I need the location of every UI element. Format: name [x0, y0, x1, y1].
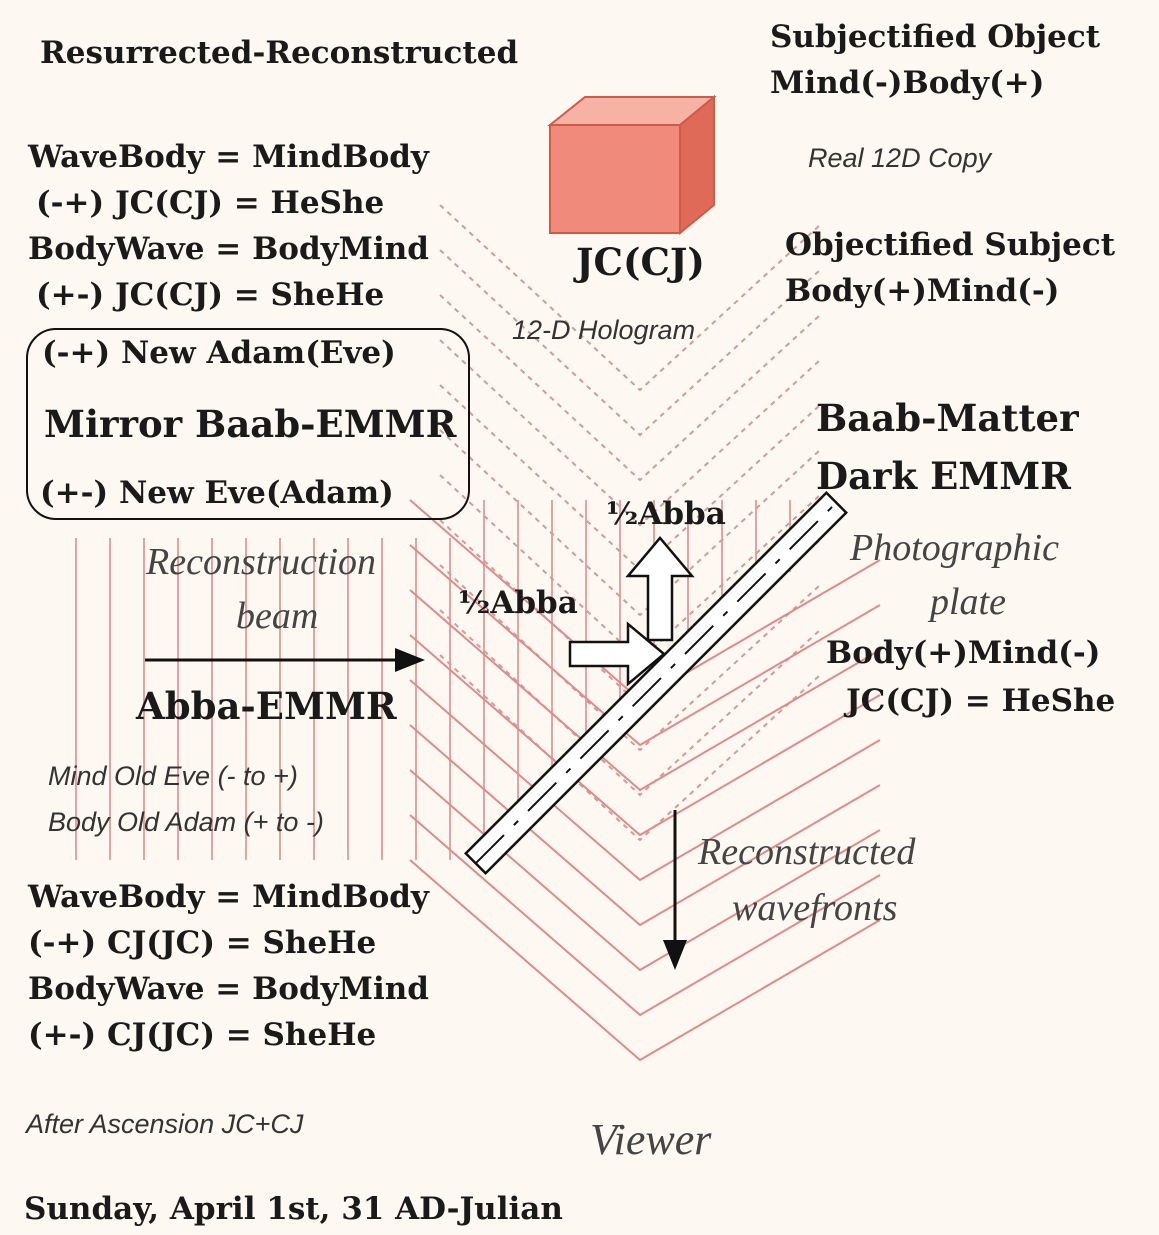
bottom-formula-line4: (+-) CJ(JC) = SheHe [28, 1017, 377, 1053]
reconstruction-beam-arrow [145, 648, 425, 672]
objectified-subject-line2: Body(+)Mind(-) [785, 273, 1060, 309]
reconstructed-wavefront-lines [409, 499, 881, 1062]
dotted-chevron [439, 384, 821, 572]
baab-matter-line2: Dark EMMR [816, 454, 1071, 498]
wavefront-chevron [409, 724, 881, 927]
dotted-chevron [439, 609, 821, 797]
date-line: Sunday, April 1st, 31 AD-Julian [24, 1191, 563, 1227]
wavefront-chevron [409, 544, 881, 747]
bottom-formula-line1: WaveBody = MindBody [28, 879, 429, 915]
baab-matter-line1: Baab-Matter [816, 396, 1079, 440]
mirror-baab-emmr: Mirror Baab-EMMR [44, 402, 457, 446]
title-resurrected-reconstructed: Resurrected-Reconstructed [40, 35, 519, 71]
body-old-adam: Body Old Adam (+ to -) [48, 807, 324, 837]
bottom-formula-line2: (-+) CJ(JC) = SheHe [28, 925, 377, 961]
wavefront-chevron [409, 634, 881, 837]
after-ascension: After Ascension JC+CJ [26, 1109, 304, 1139]
up-arrow-half-abba [625, 536, 695, 642]
viewer-label: Viewer [590, 1115, 712, 1164]
mind-old-eve: Mind Old Eve (- to +) [48, 761, 298, 791]
hologram-label: JC(CJ) [576, 240, 705, 284]
dotted-chevron [439, 249, 821, 437]
dotted-chevron [439, 204, 821, 392]
subjectified-object-line1: Subjectified Object [770, 19, 1101, 55]
reconstruction-beam-line1: Reconstruction [146, 541, 377, 583]
abba-emmr: Abba-EMMR [136, 684, 397, 728]
reconstructed-wavefronts-line2: wavefronts [732, 887, 898, 929]
top-formula-line3: BodyWave = BodyMind [28, 231, 429, 267]
wavefront-chevron [409, 859, 881, 1062]
wavefront-chevron [409, 814, 881, 1017]
viewer-arrow [663, 810, 687, 970]
top-formula-line4: (+-) JC(CJ) = SheHe [36, 277, 385, 313]
wavefront-chevron [409, 679, 881, 882]
bottom-formula-line3: BodyWave = BodyMind [28, 971, 429, 1007]
hologram-caption: 12-D Hologram [512, 315, 696, 345]
reconstructed-wavefronts-line1: Reconstructed [698, 831, 916, 873]
dotted-chevron [439, 294, 821, 482]
subjectified-object-line2: Mind(-)Body(+) [770, 65, 1045, 101]
top-formula-line2: (-+) JC(CJ) = HeShe [36, 185, 385, 221]
dotted-chevron [439, 429, 821, 617]
objectified-subject-line1: Objectified Subject [785, 227, 1116, 263]
plate-formula-line2: JC(CJ) = HeShe [846, 683, 1116, 719]
half-abba-left: ½Abba [458, 585, 578, 621]
photographic-plate-line2: plate [930, 581, 1006, 623]
photographic-plate [464, 491, 848, 875]
cube-hologram-object [547, 94, 717, 236]
real-12d-copy: Real 12D Copy [808, 143, 992, 173]
half-abba-top: ½Abba [606, 496, 726, 532]
dotted-chevron [439, 564, 821, 752]
reconstruction-beam-line2: beam [236, 595, 319, 637]
right-arrow-half-abba [568, 621, 666, 687]
wavefront-chevron [409, 589, 881, 792]
mirror-baab-box [26, 328, 470, 520]
dotted-chevron [439, 339, 821, 527]
top-formula-line1: WaveBody = MindBody [28, 139, 429, 175]
photographic-plate-line1: Photographic [850, 527, 1059, 569]
new-adam-eve: (-+) New Adam(Eve) [42, 335, 396, 371]
plate-formula-line1: Body(+)Mind(-) [826, 635, 1101, 671]
dotted-chevron [439, 654, 821, 842]
new-eve-adam: (+-) New Eve(Adam) [40, 475, 394, 511]
